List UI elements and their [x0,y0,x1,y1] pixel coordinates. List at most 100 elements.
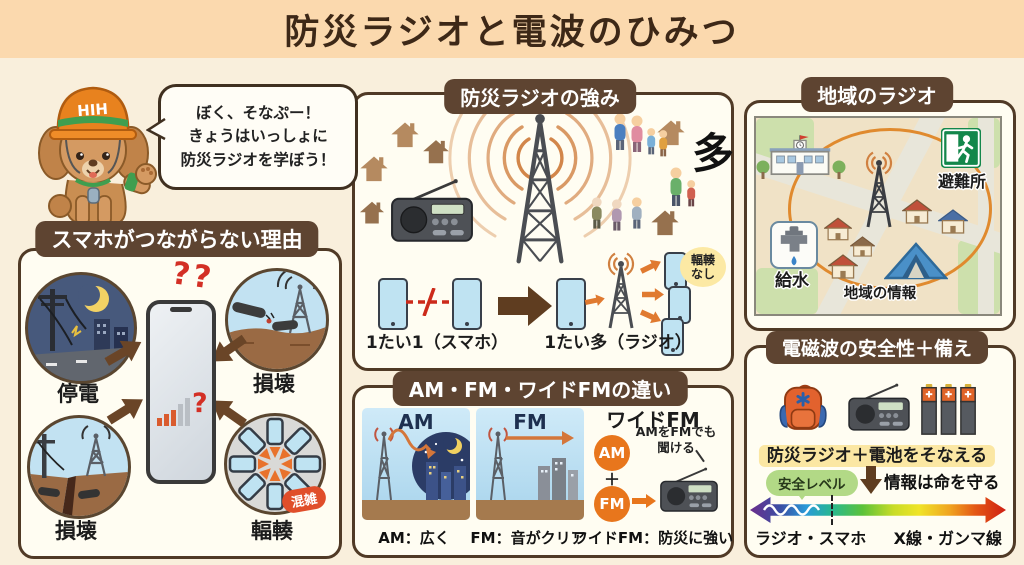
orange-arrow-icon [639,259,661,274]
faucet-icon [780,226,808,266]
mascot-dog-icon: HIH [38,86,157,226]
down-arrow-icon [860,466,882,494]
map-house-icon [902,199,932,224]
label-power-outage: 停電 [57,382,99,406]
label-one-to-one: 1たい1（スマホ） [365,333,509,353]
fm-caption: FM：音がクリア [470,529,586,547]
am-wave-illustration [362,427,470,520]
family-group-icon [614,113,668,157]
widefm-radio-icon [660,467,718,512]
widefm-note: AMをFMでも 聞ける [634,424,718,455]
widefm-title: ワイドFM [606,408,700,432]
spectrum-divider [831,495,833,525]
water-supply-sign [770,221,818,269]
tree-icon [756,160,770,179]
orange-arrow-icon [642,288,664,301]
signal-bars-icon [157,398,190,426]
radio-wave-squiggle-icon [762,504,821,516]
widefm-note-line1: AMをFMでも [635,424,717,439]
screen-question-mark: ? [192,388,208,419]
page-title: 防災ラジオと電波のひみつ [284,12,740,53]
panel-radio-strength-header: 防災ラジオの強み [444,79,636,114]
confusion-question-marks: ?? [169,255,217,297]
broadcast-tower-icon [516,113,564,264]
spectrum-left-label: ラジオ・スマホ [755,529,867,548]
broadcast-range-ellipse [788,128,992,290]
panel-local-radio-header: 地域のラジオ [801,77,953,112]
speech-line-3: 防災ラジオを学ぼう！ [180,150,336,169]
night-city-illustration [28,284,134,381]
school-icon [769,135,831,176]
speech-line-2: きょうはいっしょに [188,127,328,146]
damage-bottom-icon [27,415,131,519]
panel-safety-header: 電磁波の安全性＋備え [765,331,989,364]
safety-level-pointer [796,492,808,500]
arrow-icon [106,399,143,425]
mascot-speech-bubble: ぼく、そなぷー！ きょうはいっしょに 防災ラジオを学ぼう！ [158,84,358,190]
batteries-icon [921,384,976,435]
arrow-icon [211,334,247,362]
house-icon [423,140,449,164]
phone-icon [556,278,586,330]
smartphone-icon: ? [146,300,216,484]
house-icon [651,210,679,236]
prepare-text: 防災ラジオ＋電池をそなえる [758,445,996,467]
fm-card-title: FM [513,410,547,434]
title-band: 防災ラジオと電波のひみつ [0,0,1024,58]
backpack-icon [779,384,827,430]
arrow-icon [211,400,247,428]
plus-sign: ＋ [603,470,621,489]
label-one-to-many: 1たい多（ラジオ） [544,333,692,353]
house-icon [360,156,388,182]
label-local-info: 地域の情報 [843,286,917,302]
house-icon [360,201,384,224]
tree-icon [832,160,846,179]
congestion-phones-illustration [228,417,322,511]
speech-line-1: ぼく、そなぷー！ [195,104,320,123]
map-house-icon [850,236,875,257]
am-badge: AM [594,435,630,471]
fm-badge: FM [594,486,630,522]
big-arrow-icon [498,286,552,326]
prep-radio-icon [848,383,910,431]
no-congestion-line2: なし [690,267,715,281]
damage-top-icon [225,268,329,372]
phone-icon [378,278,408,330]
map-house-icon [828,254,858,279]
arrow-icon [104,340,142,366]
spectrum-right-label: X線・ガンマ線 [893,529,1002,548]
am-illustration-card: AM [362,408,470,520]
parent-child-icon [670,167,696,207]
info-saves-lives-text: 情報は命を守る [884,473,1000,492]
orange-arrow-icon [639,309,662,324]
phone-notch [170,307,192,312]
house-icon [391,122,419,148]
map-tower-icon [865,151,893,228]
label-congestion: 輻輳 [251,519,293,543]
orange-arrow-icon [632,494,656,508]
label-evacuation-site: 避難所 [937,172,987,191]
no-congestion-badge: 輻輳 なし [680,247,726,287]
helmet-label: HIH [77,100,109,120]
orange-arrow-icon [584,294,605,306]
panel-no-connect-header: スマホがつながらない理由 [35,221,319,257]
power-outage-icon [25,272,137,384]
evacuation-sign-icon [941,128,981,168]
park-patch [756,268,818,314]
town-map: 避難所 給水 地域の [754,116,1002,316]
speech-bubble-tail [146,118,166,141]
label-damage-top: 損壊 [253,372,295,396]
many-kanji: 多 [692,129,735,178]
broken-cable-illustration [228,271,326,369]
map-house-icon [824,217,852,241]
fm-wave-illustration [476,427,584,520]
am-card-title: AM [398,410,434,434]
tent-icon [884,242,948,280]
widefm-note-line2: 聞ける [657,439,695,455]
broken-ground-illustration [30,425,128,516]
safety-level-pill: 安全レベル [766,470,858,496]
broken-connection-icon [406,288,454,316]
no-congestion-line1: 輻輳 [690,252,715,267]
widefm-caption: ワイドFM：防災に強い [572,529,734,547]
